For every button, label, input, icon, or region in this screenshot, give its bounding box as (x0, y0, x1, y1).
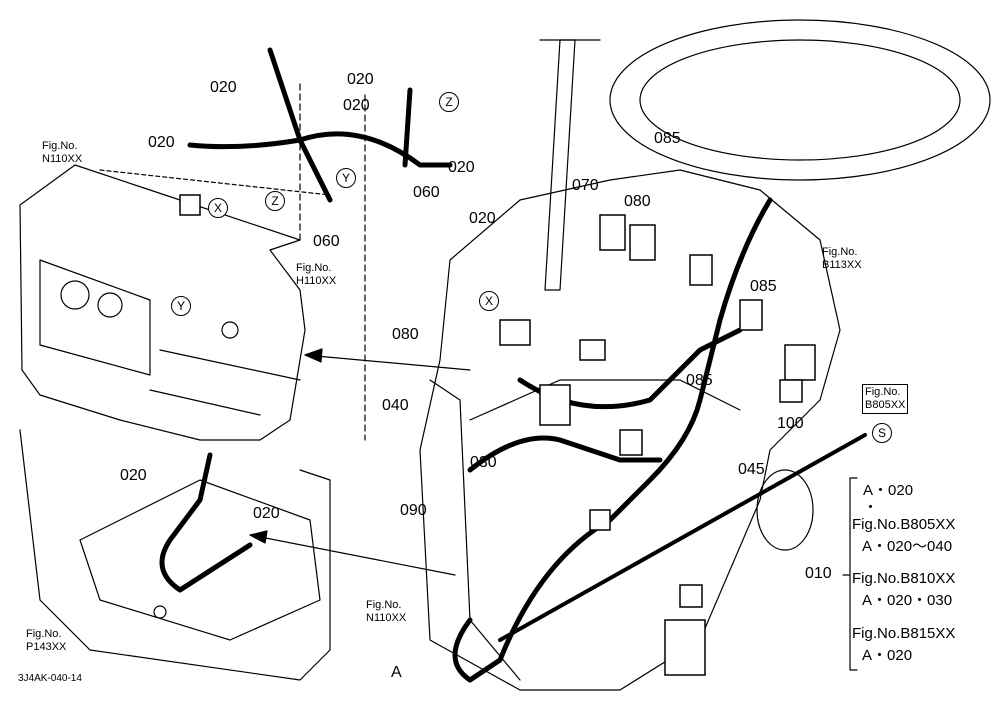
marker-s: S (872, 423, 892, 443)
harness-top (187, 131, 453, 168)
part-020-b: 020 (148, 134, 175, 151)
harness-main (452, 197, 773, 683)
front-panel-outline (19, 164, 306, 441)
part-085-b: 085 (750, 278, 777, 295)
marker-x-left: X (208, 198, 228, 218)
marker-z-top: Z (439, 92, 459, 112)
fig-ref-b113: Fig.No. B113XX (822, 246, 862, 271)
panel-cutout (39, 259, 151, 376)
part-080-b: 080 (392, 326, 419, 343)
marker-z-mid: Z (265, 191, 285, 211)
part-060-b: 060 (313, 233, 340, 250)
part-020-f: 020 (469, 210, 496, 227)
fig-ref-n110-top: Fig.No. N110XX (42, 140, 83, 165)
legend-line-5: Fig.No.B810XX (852, 570, 956, 587)
part-020-d: 020 (343, 97, 370, 114)
part-085-c: 085 (686, 372, 713, 389)
marker-y-left: Y (171, 296, 191, 316)
part-080-a: 080 (624, 193, 651, 210)
part-085-a: 085 (654, 130, 681, 147)
dash-housing (419, 169, 841, 691)
lower-panel-outline (19, 429, 331, 681)
legend-line-1: A・020 (863, 482, 914, 499)
part-020-c: 020 (347, 71, 374, 88)
part-a: A (391, 664, 402, 681)
marker-y-top: Y (336, 168, 356, 188)
legend-line-8: A・020 (862, 647, 913, 664)
arrow-lower (249, 534, 456, 576)
part-070: 070 (572, 177, 599, 194)
part-060-a: 060 (413, 184, 440, 201)
part-040: 040 (382, 397, 409, 414)
part-020-e: 020 (448, 159, 475, 176)
legend-line-4: A・020〜040 (862, 538, 953, 555)
part-020-g: 020 (120, 467, 147, 484)
legend-line-7: Fig.No.B815XX (852, 625, 956, 642)
legend-line-6: A・020・030 (862, 592, 953, 609)
part-010: 010 (805, 565, 832, 582)
harness-lower-left (159, 452, 253, 593)
fig-ref-n110-bottom: Fig.No. N110XX (366, 599, 407, 624)
legend-line-3: Fig.No.B805XX (852, 516, 956, 533)
part-020-h: 020 (253, 505, 280, 522)
fig-ref-b805: Fig.No. B805XX (862, 384, 909, 414)
steering-wheel (609, 19, 991, 181)
part-030: 030 (470, 454, 497, 471)
fig-ref-h110: Fig.No. H110XX (296, 262, 337, 287)
fig-ref-p143: Fig.No. P143XX (26, 628, 67, 653)
part-090: 090 (400, 502, 427, 519)
arrow-upper (304, 354, 471, 371)
legend-line-2: ・ (863, 499, 879, 516)
part-020-a: 020 (210, 79, 237, 96)
part-100: 100 (777, 415, 804, 432)
part-045: 045 (738, 461, 765, 478)
drawing-code: 3J4AK-040-14 (18, 673, 82, 684)
marker-x-right: X (479, 291, 499, 311)
